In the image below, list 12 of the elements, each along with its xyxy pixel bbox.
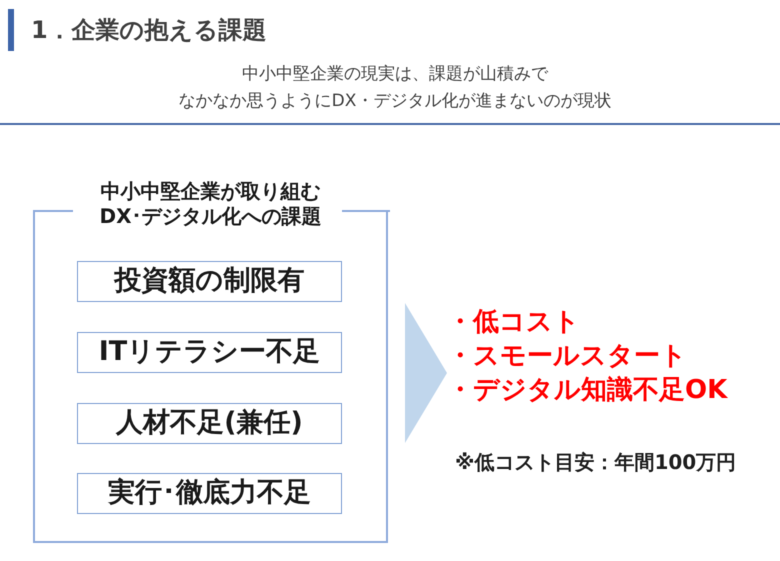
requirement-text: ・デジタル知識不足OK	[447, 374, 728, 407]
issue-box: 投資額の制限有	[77, 261, 342, 302]
issue-box: ITリテラシー不足	[77, 332, 342, 373]
page-title: 1．企業の抱える課題	[31, 15, 267, 46]
issue-box: 人材不足(兼任)	[77, 403, 342, 444]
issue-box: 実行･徹底力不足	[77, 473, 342, 514]
note-text: ※低コスト目安：年間100万円	[455, 449, 736, 476]
frame-heading: 中小中堅企業が取り組むDX･デジタル化への課題	[98, 179, 323, 229]
requirement-text: ・低コスト	[447, 306, 581, 339]
requirement-text: ・スモールスタート	[447, 340, 688, 373]
chevron-arrow	[405, 303, 447, 443]
subtitle-text: 中小中堅企業の現実は、課題が山積みでなかなか思うようにDX・デジタル化が進まないのが現状	[178, 63, 612, 113]
